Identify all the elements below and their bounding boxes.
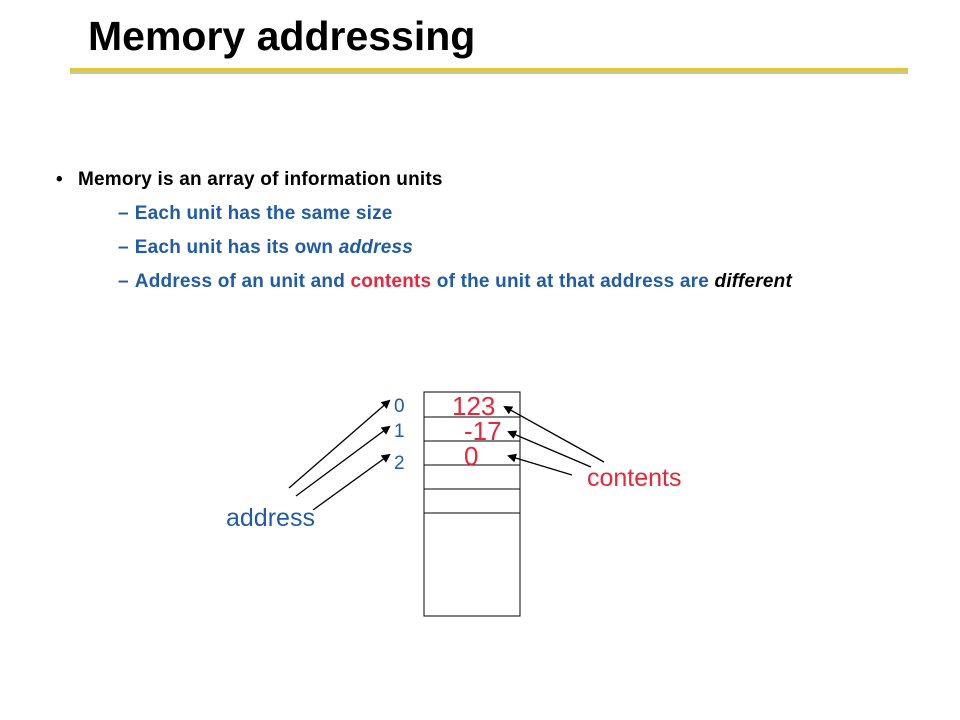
contents-arrow-2	[507, 453, 573, 476]
emphasis-different: different	[714, 271, 792, 292]
cell-value-1: -17	[464, 416, 502, 446]
sub-item-same-size: –Each unit has the same size	[118, 202, 876, 226]
address-arrow-2	[312, 453, 391, 511]
address-index-1: 1	[394, 421, 405, 442]
address-label: address	[226, 504, 315, 532]
sub-text: of an unit and	[212, 271, 351, 292]
contents-arrow-1	[507, 430, 592, 468]
dash: –	[118, 271, 129, 292]
title-underline	[70, 68, 908, 74]
cell-value-2: 0	[464, 441, 479, 471]
bullet-list: • Memory is an array of information units…	[56, 168, 876, 304]
slide-title: Memory addressing	[88, 13, 476, 59]
address-arrow-0	[288, 399, 391, 489]
contents-label: contents	[587, 464, 682, 492]
emphasis-contents: contents	[350, 271, 432, 292]
emphasis-address: address	[338, 237, 413, 258]
address-index-2: 2	[394, 453, 405, 474]
sub-item-own-address: –Each unit has its own address	[118, 236, 876, 260]
sub-text-address: Address	[134, 271, 213, 292]
bullet-dot: •	[56, 169, 63, 190]
memory-column	[423, 391, 521, 617]
address-arrow-1	[295, 425, 391, 497]
address-index-0: 0	[394, 396, 405, 417]
sub-item-address-vs-contents: –Address of an unit and contents of the …	[118, 270, 876, 294]
cell-value-0: 123	[452, 391, 496, 421]
bullet-text: Memory is an array of information units	[78, 169, 443, 190]
sub-text: Each unit has its own	[134, 237, 339, 258]
bullet-item: • Memory is an array of information units	[56, 168, 876, 192]
sub-text: of the unit at that address are	[431, 271, 715, 292]
contents-arrow-0	[503, 406, 605, 463]
dash: –	[118, 237, 129, 258]
dash: –	[118, 203, 129, 224]
sub-text: Each unit has the same size	[134, 203, 393, 224]
